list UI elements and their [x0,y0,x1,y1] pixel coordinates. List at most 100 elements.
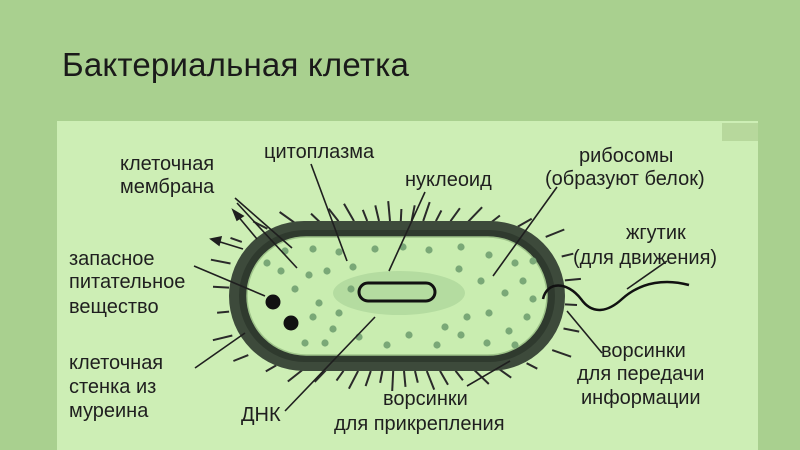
bacterial-cell-diagram: клеточная мембрана цитоплазма нуклеоид р… [57,121,758,450]
pilus [564,329,580,332]
ribosome [263,259,270,266]
ribosome [463,313,470,320]
ribosome [441,323,448,330]
nucleoid [333,271,465,315]
storage-granule [266,295,281,310]
pilus [288,369,304,381]
pilus [380,371,382,383]
pilus [404,371,406,387]
pilus [468,207,482,221]
pilus [388,201,390,221]
label-flagellum-line1: жгутик [626,222,686,244]
ribosome [305,271,312,278]
ribosome [519,277,526,284]
ribosome [505,327,512,334]
pilus [375,205,379,221]
label-dna: ДНК [241,404,281,426]
ribosome [405,331,412,338]
label-cell-wall-line1: клеточная [69,352,163,374]
ribosome [425,246,432,253]
pilus [527,363,538,369]
ribosome [457,331,464,338]
ribosome [301,339,308,346]
panel-corner-fold [722,123,758,141]
pilus [427,371,434,390]
pilus [266,365,276,371]
pilus [401,209,402,221]
pilus [315,370,326,382]
pilus [211,260,231,264]
label-cytoplasm: цитоплазма [264,141,375,163]
pilus [546,230,565,237]
ribosome [347,285,354,292]
slide-title: Бактериальная клетка [62,46,409,84]
ribosome [477,277,484,284]
pilus [366,371,371,386]
label-cell-wall-line2: стенка из [69,376,156,398]
pilus [311,214,320,222]
ribosome [309,245,316,252]
ribosome [483,339,490,346]
pilus [451,208,460,221]
ribosome [291,285,298,292]
ribosome [281,247,288,254]
label-ribosomes-line1: рибосомы [579,145,673,167]
label-nucleoid: нуклеоид [405,169,492,191]
ribosome [349,263,356,270]
pilus [349,371,358,389]
ribosome [315,299,322,306]
label-pili-attach-line2: для прикрепления [334,413,505,435]
pilus [456,371,463,381]
ribosome [455,265,462,272]
pilus [423,202,430,221]
ribosome [329,325,336,332]
pilus [436,210,442,221]
ribosome [335,309,342,316]
pilus [231,238,242,242]
label-cell-membrane-line2: мембрана [120,176,215,198]
ribosome [277,267,284,274]
pilus [213,287,229,288]
ribosome [529,257,536,264]
label-cell-wall-line3: муреина [69,400,149,422]
pilus [217,312,229,313]
pilus [415,371,418,383]
ribosome [335,248,342,255]
pilus [562,254,574,257]
ribosome [309,313,316,320]
label-pili-info-line1: ворсинки [601,340,686,362]
pilus [344,204,354,221]
ribosome [457,243,464,250]
label-flagellum-line2: (для движения) [573,247,717,269]
label-storage-line2: питательное [69,271,185,293]
ribosome [485,309,492,316]
pilus [363,210,367,221]
ribosome [529,295,536,302]
ribosome [323,267,330,274]
pilus [337,371,344,381]
pilus [565,304,577,305]
pilus [233,355,248,361]
pilus [440,371,448,385]
pilus [565,279,581,281]
ribosome [485,251,492,258]
ribosome [501,289,508,296]
pilus [213,336,232,341]
label-cell-membrane-line1: клеточная [120,153,214,175]
label-pili-info-line3: информации [581,387,701,409]
label-storage-line1: запасное [69,248,155,270]
label-storage-line3: вещество [69,296,159,318]
storage-granule [284,316,299,331]
ribosome [321,339,328,346]
pilus [552,350,571,357]
ribosome [371,245,378,252]
ribosome [433,341,440,348]
ribosome [523,313,530,320]
label-pili-attach-line1: ворсинки [383,388,468,410]
label-ribosomes-line2: (образуют белок) [545,168,705,190]
ribosome [511,259,518,266]
ribosome [511,341,518,348]
ribosome [383,341,390,348]
label-pili-info-line2: для передачи [577,363,704,385]
membrane-arrows [211,210,257,249]
